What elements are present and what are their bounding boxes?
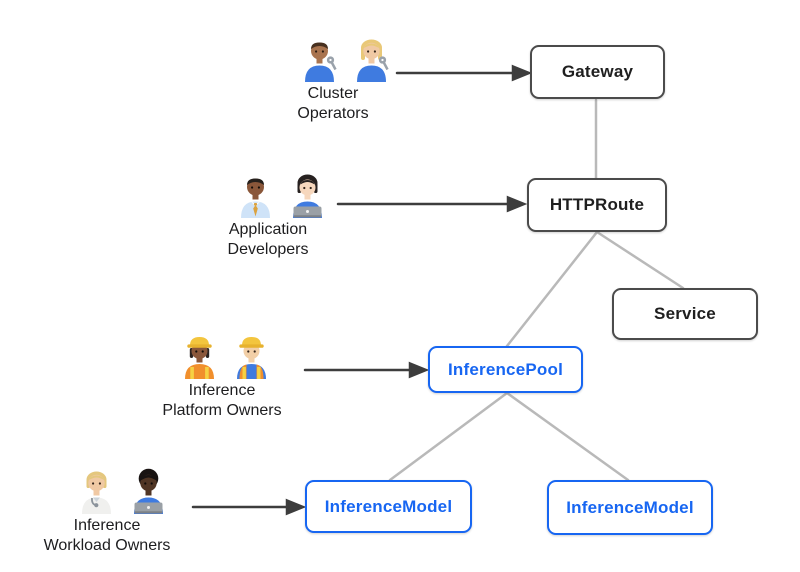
edge-httproute-service: [595, 230, 685, 290]
persona-label-line1: Inference: [188, 382, 256, 399]
node-httproute: HTTPRoute: [527, 178, 667, 232]
persona-label-line2: Developers: [227, 241, 309, 258]
edge-lines: [388, 98, 685, 482]
man-technologist-emoji: [133, 468, 163, 514]
actor-arrows: [191, 64, 533, 516]
man-construction-worker-emoji: [236, 337, 266, 379]
persona-inference-platform-owners: Inference Platform Owners: [147, 331, 297, 421]
persona-icons: [177, 331, 274, 379]
persona-icons: [233, 170, 330, 218]
persona-icons: [74, 466, 171, 514]
man-mechanic-emoji: [304, 42, 337, 82]
persona-application-developers: Application Developers: [198, 170, 338, 260]
persona-label-line2: Operators: [297, 105, 369, 122]
woman-construction-worker-emoji: [184, 337, 214, 379]
persona-label-line1: Application: [228, 221, 308, 238]
edge-inferencepool-inferencemodel-left: [388, 391, 509, 482]
node-inferencepool: InferencePool: [428, 346, 583, 393]
persona-label-line2: Workload Owners: [43, 537, 171, 554]
persona-inference-workload-owners: Inference Workload Owners: [32, 466, 182, 556]
node-inferencemodel-left: InferenceModel: [305, 480, 472, 533]
man-office-worker-emoji: [240, 178, 270, 218]
persona-label-line2: Platform Owners: [162, 402, 282, 419]
persona-label-line1: Cluster: [307, 85, 359, 102]
node-inferencemodel-right: InferenceModel: [547, 480, 713, 535]
persona-label-line1: Inference: [73, 517, 141, 534]
woman-mechanic-emoji: [356, 39, 389, 82]
node-service: Service: [612, 288, 758, 340]
persona-icons: [297, 34, 394, 82]
woman-technologist-emoji: [292, 174, 322, 218]
health-worker-emoji: [81, 471, 111, 514]
edge-inferencepool-inferencemodel-right: [505, 391, 630, 482]
edge-httproute-inferencepool: [505, 230, 599, 348]
node-gateway: Gateway: [530, 45, 665, 99]
persona-cluster-operators: Cluster Operators: [263, 34, 403, 124]
